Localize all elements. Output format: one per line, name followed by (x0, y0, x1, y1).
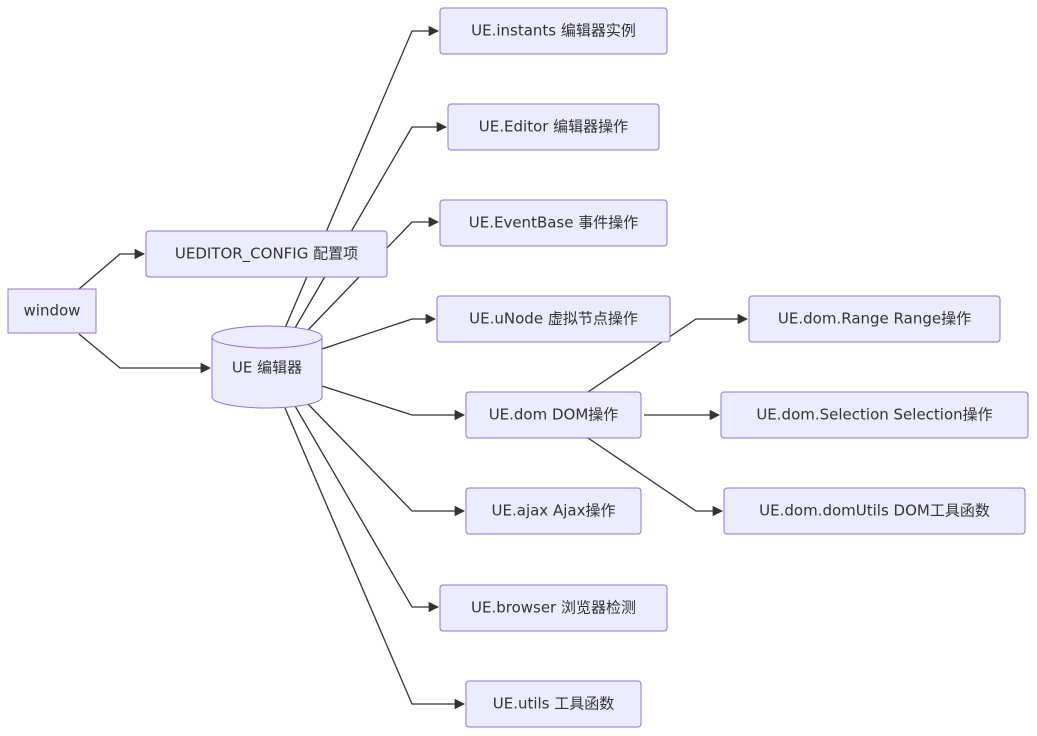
nodes: window UEDITOR_CONFIG 配置项 UE 编辑器 UE.inst… (7, 7, 1029, 728)
node-eventbase[interactable]: UE.EventBase 事件操作 (439, 199, 668, 247)
node-window-label: window (24, 302, 81, 320)
edge-dom-domutils (587, 437, 724, 517)
node-ue-label: UE 编辑器 (232, 359, 302, 377)
edge-ue-instants (284, 25, 440, 329)
node-utils[interactable]: UE.utils 工具函数 (465, 680, 642, 728)
node-dom[interactable]: UE.dom DOM操作 (465, 391, 642, 439)
node-browser[interactable]: UE.browser 浏览器检测 (439, 584, 668, 632)
node-domutils[interactable]: UE.dom.domUtils DOM工具函数 (723, 487, 1026, 535)
edge-ue-dom (321, 385, 466, 421)
edge-window-config (78, 248, 146, 290)
edges (78, 25, 749, 710)
node-browser-label: UE.browser 浏览器检测 (471, 599, 636, 617)
node-instants-label: UE.instants 编辑器实例 (471, 22, 636, 40)
edge-ue-editor (294, 121, 448, 329)
node-domutils-label: UE.dom.domUtils DOM工具函数 (759, 502, 990, 520)
node-selection-label: UE.dom.Selection Selection操作 (756, 406, 992, 424)
edge-ue-ajax (307, 403, 466, 517)
node-ajax[interactable]: UE.ajax Ajax操作 (465, 487, 642, 535)
node-unode-label: UE.uNode 虚拟节点操作 (469, 310, 638, 328)
edge-window-ue (78, 333, 212, 374)
node-editor-label: UE.Editor 编辑器操作 (479, 118, 628, 136)
node-instants[interactable]: UE.instants 编辑器实例 (439, 7, 668, 55)
node-eventbase-label: UE.EventBase 事件操作 (469, 214, 639, 232)
edge-ue-utils (284, 407, 466, 710)
node-selection[interactable]: UE.dom.Selection Selection操作 (720, 391, 1029, 439)
node-ajax-label: UE.ajax Ajax操作 (492, 502, 616, 520)
node-unode[interactable]: UE.uNode 虚拟节点操作 (436, 295, 671, 343)
node-window[interactable]: window (7, 288, 97, 334)
edge-ue-eventbase (307, 216, 440, 331)
edge-ue-unode (321, 313, 437, 350)
edge-dom-range (587, 313, 749, 393)
node-config-label: UEDITOR_CONFIG 配置项 (175, 245, 358, 264)
node-editor[interactable]: UE.Editor 编辑器操作 (447, 103, 660, 151)
node-utils-label: UE.utils 工具函数 (493, 695, 615, 713)
node-config[interactable]: UEDITOR_CONFIG 配置项 (145, 230, 388, 278)
node-range[interactable]: UE.dom.Range Range操作 (748, 295, 1001, 343)
node-dom-label: UE.dom DOM操作 (489, 406, 619, 424)
edge-ue-browser (294, 405, 440, 613)
node-ue-cylinder[interactable]: UE 编辑器 (211, 325, 323, 409)
node-range-label: UE.dom.Range Range操作 (778, 310, 971, 328)
